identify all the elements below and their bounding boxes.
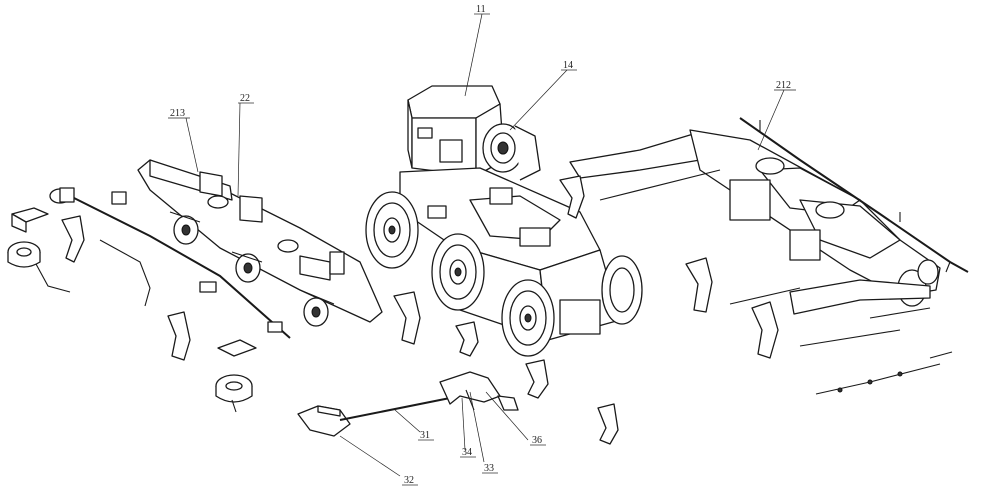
svg-text:33: 33	[484, 463, 494, 474]
svg-text:34: 34	[462, 447, 472, 458]
callout-label-32: 32	[402, 475, 418, 486]
lower-brake-linkage	[297, 321, 619, 445]
leader-lines	[185, 13, 785, 477]
wheel-rear	[501, 279, 555, 357]
left-small-parts	[7, 187, 257, 413]
svg-text:22: 22	[240, 93, 250, 104]
svg-text:36: 36	[532, 435, 542, 446]
svg-text:213: 213	[170, 108, 185, 119]
callout-label-213: 213	[168, 108, 190, 119]
svg-text:212: 212	[776, 80, 791, 91]
svg-text:31: 31	[420, 430, 430, 441]
left-side-frame	[137, 159, 383, 327]
svg-text:32: 32	[404, 475, 414, 486]
left-brake-rod	[69, 191, 291, 339]
callout-label-34: 34	[460, 447, 476, 458]
callout-label-31: 31	[418, 430, 434, 441]
callout-label-212: 212	[774, 80, 796, 91]
svg-text:14: 14	[563, 60, 573, 71]
callout-label-22: 22	[238, 93, 254, 104]
wheel-front	[365, 191, 419, 269]
callout-label-14: 14	[561, 60, 577, 71]
wheel-middle	[431, 233, 485, 311]
right-frame-assembly	[569, 117, 969, 315]
callout-label-33: 33	[482, 463, 498, 474]
right-small-parts	[393, 175, 953, 395]
callout-label-36: 36	[530, 435, 546, 446]
central-bogie-assembly	[365, 85, 643, 357]
callout-label-11: 11	[474, 4, 490, 15]
svg-text:11: 11	[476, 4, 486, 15]
